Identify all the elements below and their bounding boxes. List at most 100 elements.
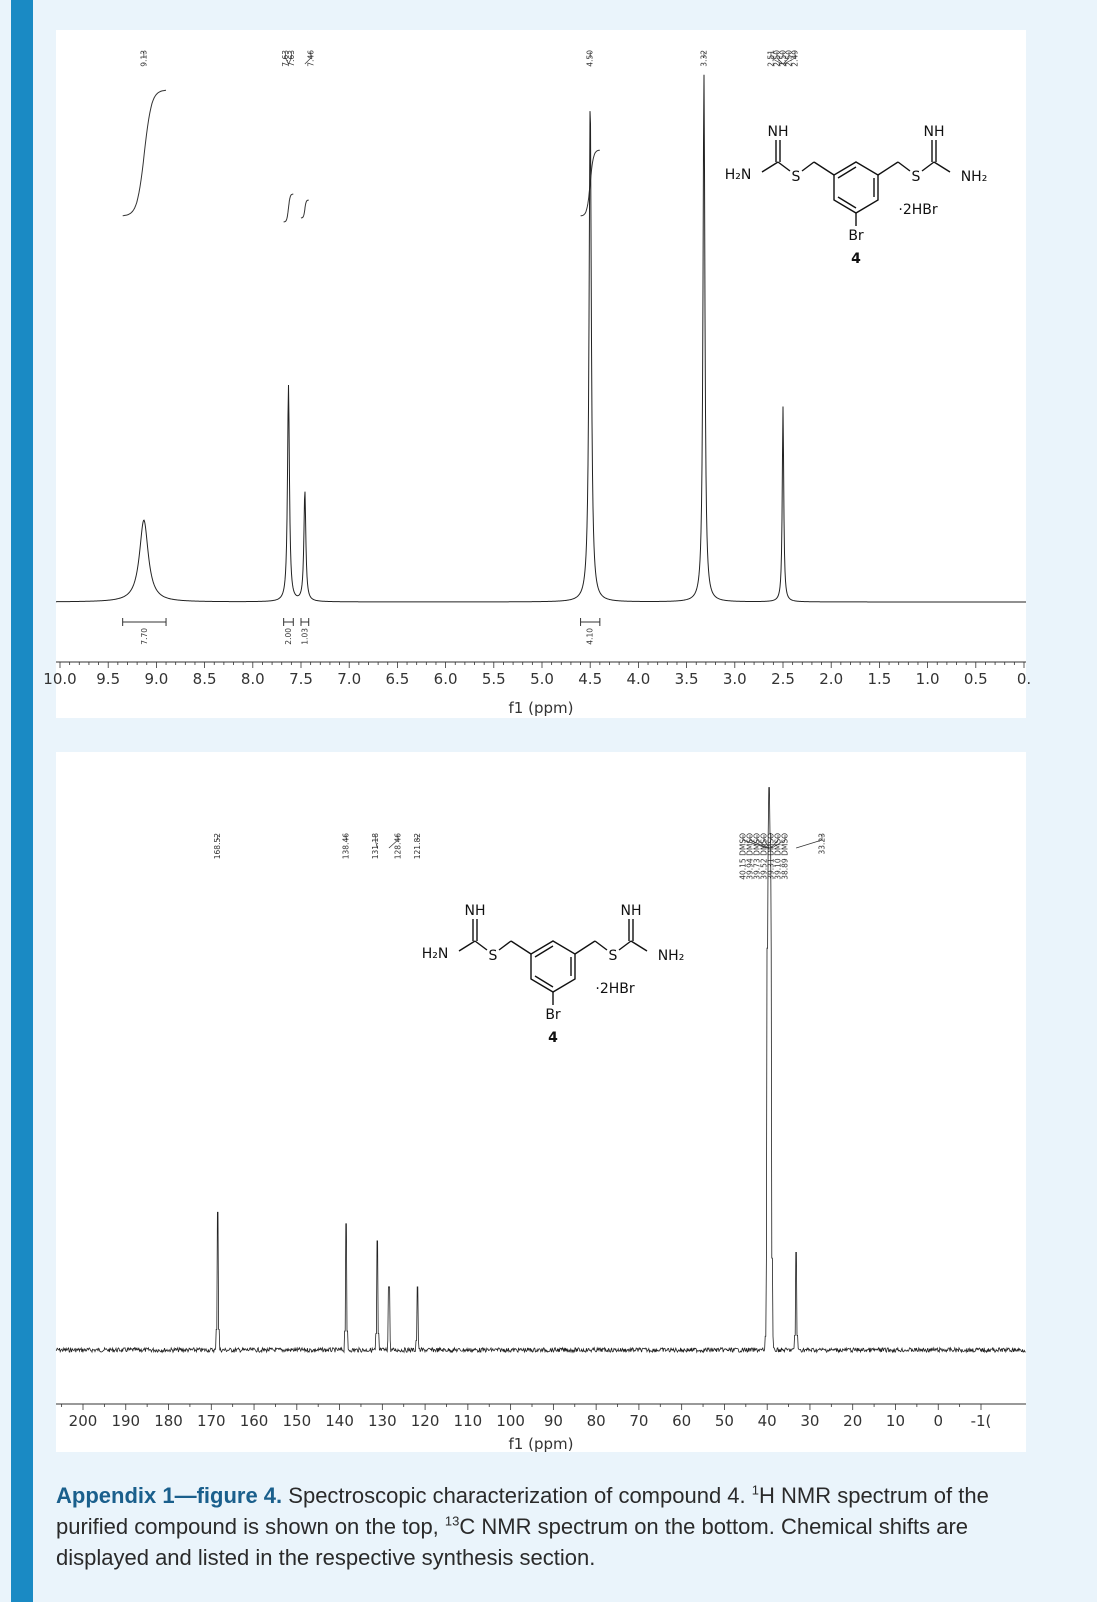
c-tick-label: 70	[629, 1412, 648, 1430]
c-peak-label-connector	[796, 839, 823, 849]
h-integral-value: 7.70	[140, 628, 149, 645]
caption-text-3: C NMR spectrum on the bottom. Chemical s…	[56, 1514, 969, 1570]
c-peak-label: 39.52 DMSO	[760, 833, 769, 880]
salt-label-c: ·2HBr	[595, 981, 634, 997]
c-tick-label: 90	[544, 1412, 563, 1430]
h-tick-label: 7.5	[289, 670, 313, 688]
h-peak-label: 4.50	[586, 50, 595, 67]
h-tick-label: 2.5	[771, 670, 795, 688]
h-tick-label: 6.5	[385, 670, 409, 688]
caption-lead: Appendix 1—figure 4.	[56, 1483, 283, 1508]
s-label-right: S	[912, 169, 921, 185]
left-accent-bar	[11, 0, 33, 1602]
c-tick-label: 190	[111, 1412, 140, 1430]
h-peak-label-connector	[782, 57, 790, 65]
c-peak-label-connector	[770, 839, 779, 849]
h-integral-curve	[283, 193, 294, 223]
h-integral-curves	[122, 89, 600, 223]
c-peak-label: 131.18	[371, 833, 380, 859]
c-peak-label: 39.10 DMSO	[774, 833, 783, 880]
c-tick-label: 10	[886, 1412, 905, 1430]
h-peak-label: 2.50	[779, 50, 788, 67]
h-peak-label-connector	[770, 57, 783, 65]
nh-label-left-c: NH	[465, 903, 486, 919]
h-peak-label-connector	[285, 57, 289, 65]
nh-label-left: NH	[768, 124, 789, 140]
c-tick-label: 180	[154, 1412, 183, 1430]
c-tick-label: 40	[758, 1412, 777, 1430]
h-integral-value: 1.03	[300, 628, 309, 645]
c-tick-label: 60	[672, 1412, 691, 1430]
c-tick-label: 170	[197, 1412, 226, 1430]
c-peak-label: 121.82	[413, 833, 422, 859]
c-peak-label-connector	[756, 839, 769, 849]
c-tick-label: 30	[800, 1412, 819, 1430]
h-tick-label: 2.0	[819, 670, 843, 688]
c-peak-label: 39.94 DMSO	[746, 833, 755, 880]
br-label: Br	[848, 228, 864, 244]
c-tick-label: 200	[69, 1412, 98, 1430]
c-peak-label: 128.46	[393, 833, 402, 859]
c-tick-label: 20	[843, 1412, 862, 1430]
h-tick-label: 8.5	[193, 670, 217, 688]
nh2-label: NH₂	[961, 169, 988, 185]
h-nmr-spectrum: 9.137.637.637.464.503.322.512.502.502.50…	[43, 50, 1031, 717]
compound-number-c: 4	[548, 1030, 558, 1046]
h-tick-label: 4.0	[626, 670, 650, 688]
c-peak-label-connector	[771, 839, 786, 849]
structure-h: NH H₂N S NH S NH₂ Br ·2HBr 4	[725, 124, 988, 267]
figure-caption: Appendix 1—figure 4. Spectroscopic chara…	[56, 1480, 1056, 1573]
c-tick-label: 120	[411, 1412, 440, 1430]
h-nmr-panel: 9.137.637.637.464.503.322.512.502.502.50…	[43, 30, 1031, 718]
caption-text-1: Spectroscopic characterization of compou…	[288, 1483, 752, 1508]
c-peak-label: 138.46	[342, 833, 351, 859]
s-label-left: S	[792, 169, 801, 185]
h-x-axis-title: f1 (ppm)	[509, 699, 574, 717]
h-tick-label: 7.0	[337, 670, 361, 688]
h-tick-label: 0.5	[964, 670, 988, 688]
h-tick-label: 1.0	[916, 670, 940, 688]
c-spectrum-trace	[55, 787, 1026, 1354]
h2n-label-c: H₂N	[422, 946, 449, 962]
h-integral-value: 2.00	[284, 628, 293, 645]
c-tick-label: 130	[368, 1412, 397, 1430]
benzene-ring	[833, 161, 879, 214]
h2n-label: H₂N	[725, 167, 752, 183]
br-label-c: Br	[545, 1007, 561, 1023]
c-peak-label-connector	[749, 839, 768, 849]
c-tick-label: 160	[240, 1412, 269, 1430]
h-tick-label: 9.0	[144, 670, 168, 688]
h-tick-label: 3.5	[675, 670, 699, 688]
h-integral-curve	[122, 89, 167, 217]
salt-label: ·2HBr	[898, 202, 937, 218]
h-integral-curve	[580, 149, 600, 217]
h-integral-curve	[300, 199, 309, 219]
h-tick-label: 0.	[1017, 670, 1031, 688]
c-peak-label-connector	[388, 839, 399, 849]
s-label-right-c: S	[609, 948, 618, 964]
h-peak-label: 3.32	[700, 50, 709, 67]
h-tick-label: 1.5	[867, 670, 891, 688]
nh2-label-c: NH₂	[658, 948, 685, 964]
c-tick-label: 50	[715, 1412, 734, 1430]
h-tick-label: 9.5	[96, 670, 120, 688]
c-x-axis-title: f1 (ppm)	[509, 1435, 574, 1453]
h-peak-label-connector	[288, 57, 292, 65]
c-peak-label-connector	[374, 839, 378, 849]
h-tick-label: 4.5	[578, 670, 602, 688]
c-peak-label-connector	[742, 839, 767, 849]
c-peak-label: 39.73 DMSO	[753, 833, 762, 880]
c-tick-label: 110	[454, 1412, 483, 1430]
c-tick-label: 100	[496, 1412, 525, 1430]
c-peak-label: 33.23	[818, 833, 827, 855]
h-peak-label-connector	[304, 57, 312, 65]
c-tick-label: 140	[325, 1412, 354, 1430]
h-spectrum-trace	[56, 74, 1026, 603]
nh-label-right: NH	[924, 124, 945, 140]
compound-number: 4	[851, 251, 861, 267]
